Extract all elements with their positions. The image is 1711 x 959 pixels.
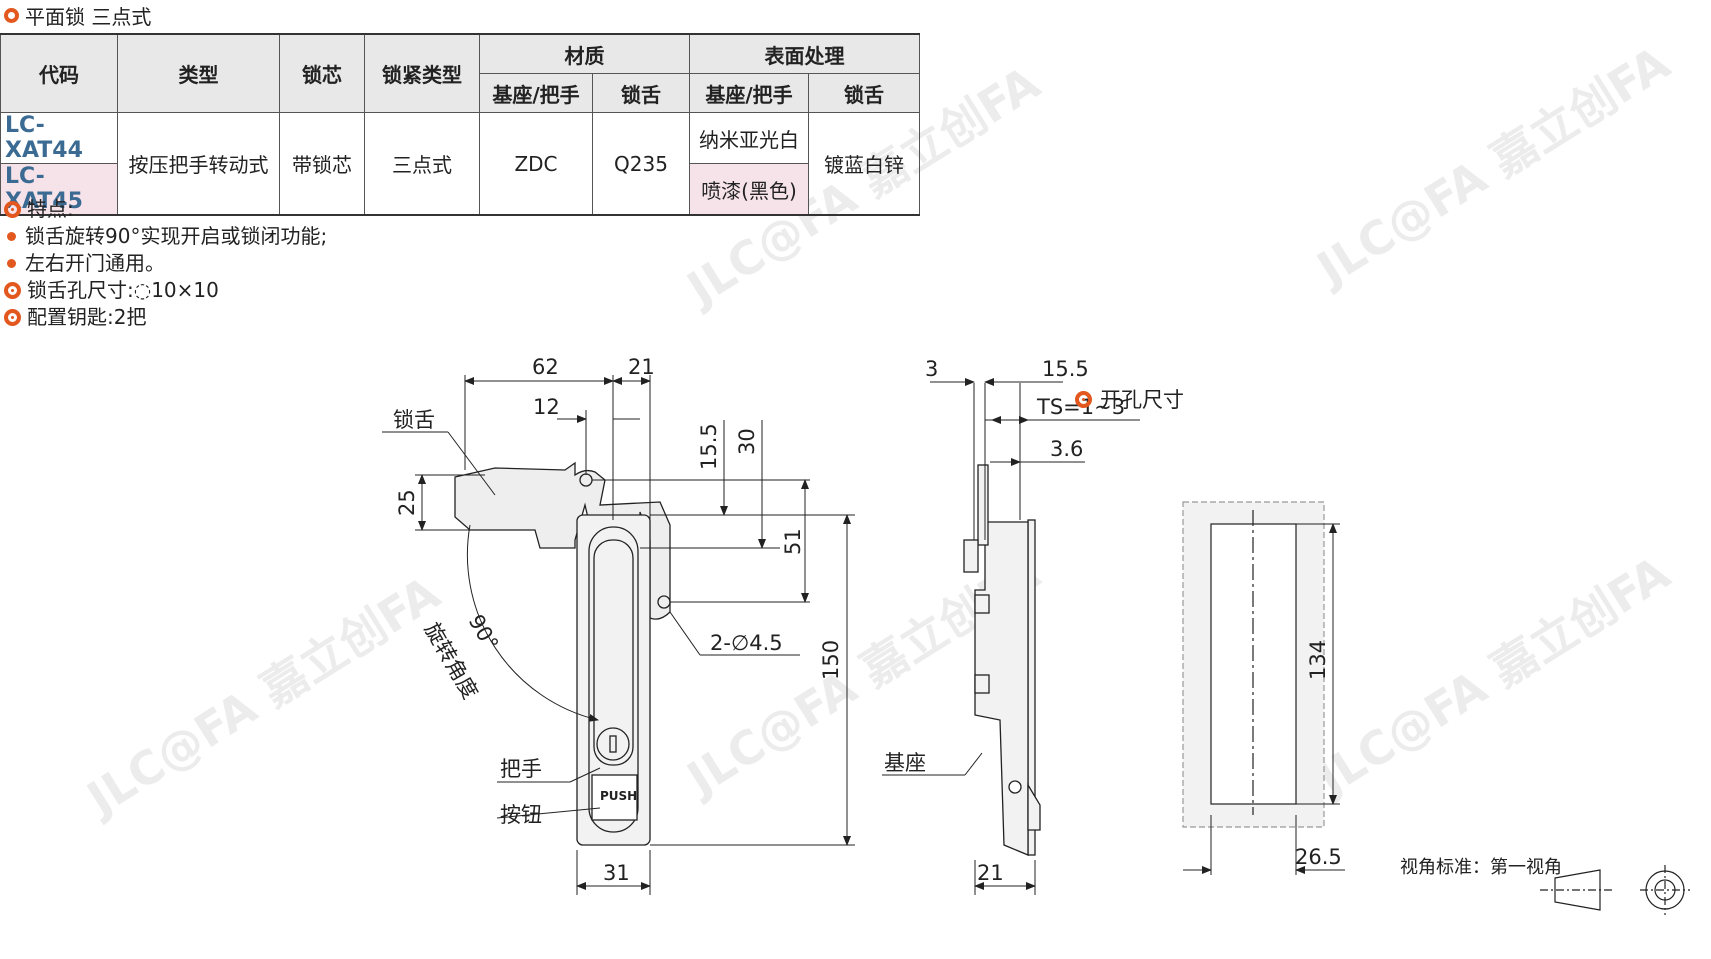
label-base: 基座 [884,751,926,775]
row-code: LC-XAT45 [0,163,118,216]
cell-surface-base: 纳米亚光白 [689,112,809,164]
dim-90: 90° [464,611,503,655]
dim-21-top: 21 [628,355,655,379]
dim-holes: 2-∅4.5 [710,631,783,655]
cell-material-tongue: Q235 [592,112,690,216]
lock-cylinder [596,727,630,761]
side-dim-3: 3 [925,357,938,381]
ring-icon [4,7,19,23]
hole-size: 锁舌孔尺寸:◌10×10 [27,278,219,302]
cell-surface-tongue: 镀蓝白锌 [808,112,920,216]
target-icon [4,201,21,218]
handle [593,539,634,766]
th-material: 材质 [479,33,690,74]
side-dim-15-5: 15.5 [1042,357,1089,381]
cut-dim-134: 134 [1306,640,1330,680]
cut-dim-26-5: 26.5 [1295,845,1342,869]
th-surface: 表面处理 [689,33,920,74]
section-title: 平面锁 三点式 [4,2,152,29]
cell-surface-base: 喷漆(黑色) [689,163,809,216]
th-material-base: 基座/把手 [479,73,593,113]
side-dim-3-6: 3.6 [1050,437,1083,461]
cutout-title: 开孔尺寸 [1075,384,1184,414]
cell-type: 按压把手转动式 [117,112,280,216]
dim-62: 62 [532,355,559,379]
dim-30: 30 [735,428,759,455]
th-core: 锁芯 [279,33,365,113]
tongue-shape [454,461,671,620]
cell-material-base: ZDC [479,112,593,216]
dim-31: 31 [603,861,630,885]
target-icon [4,282,21,299]
th-lock-type: 锁紧类型 [364,33,480,113]
row-code: LC-XAT44 [0,112,118,164]
th-surface-base: 基座/把手 [689,73,809,113]
th-surface-tongue: 锁舌 [808,73,920,113]
handle-slot [588,526,639,833]
side-dim-21: 21 [977,861,1004,885]
cell-core: 带锁芯 [279,112,365,216]
th-code: 代码 [0,33,118,113]
title-text: 平面锁 三点式 [25,4,152,29]
dim-12: 12 [533,395,560,419]
th-material-tongue: 锁舌 [592,73,690,113]
target-icon [1075,390,1092,408]
bullet-icon [7,232,16,241]
label-handle: 把手 [500,757,542,781]
features-heading: 特点: [27,197,74,221]
view-standard: 视角标准：第一视角 [1400,857,1562,878]
dim-150: 150 [819,640,843,680]
dim-51: 51 [781,528,805,555]
label-tongue: 锁舌 [393,408,435,432]
feature-item: 左右开门通用。 [25,251,165,275]
dim-25: 25 [395,489,419,516]
th-type: 类型 [117,33,280,113]
push-label: PUSH [600,789,637,803]
spec-table: 代码 类型 锁芯 锁紧类型 材质 表面处理 基座/把手 锁舌 基座/把手 锁舌 … [0,33,920,216]
feature-item: 锁舌旋转90°实现开启或锁闭功能; [25,224,328,248]
push-button [591,774,638,821]
features: 特点: 锁舌旋转90°实现开启或锁闭功能; 左右开门通用。 锁舌孔尺寸:◌10×… [4,196,327,331]
cell-lock-type: 三点式 [364,112,480,216]
dim-15-5: 15.5 [697,423,721,470]
target-icon [4,309,21,326]
bullet-icon [7,259,16,268]
projection-symbol-icon [1540,865,1690,915]
keys-count: 配置钥匙:2把 [27,305,147,329]
label-button: 按钮 [500,803,542,827]
